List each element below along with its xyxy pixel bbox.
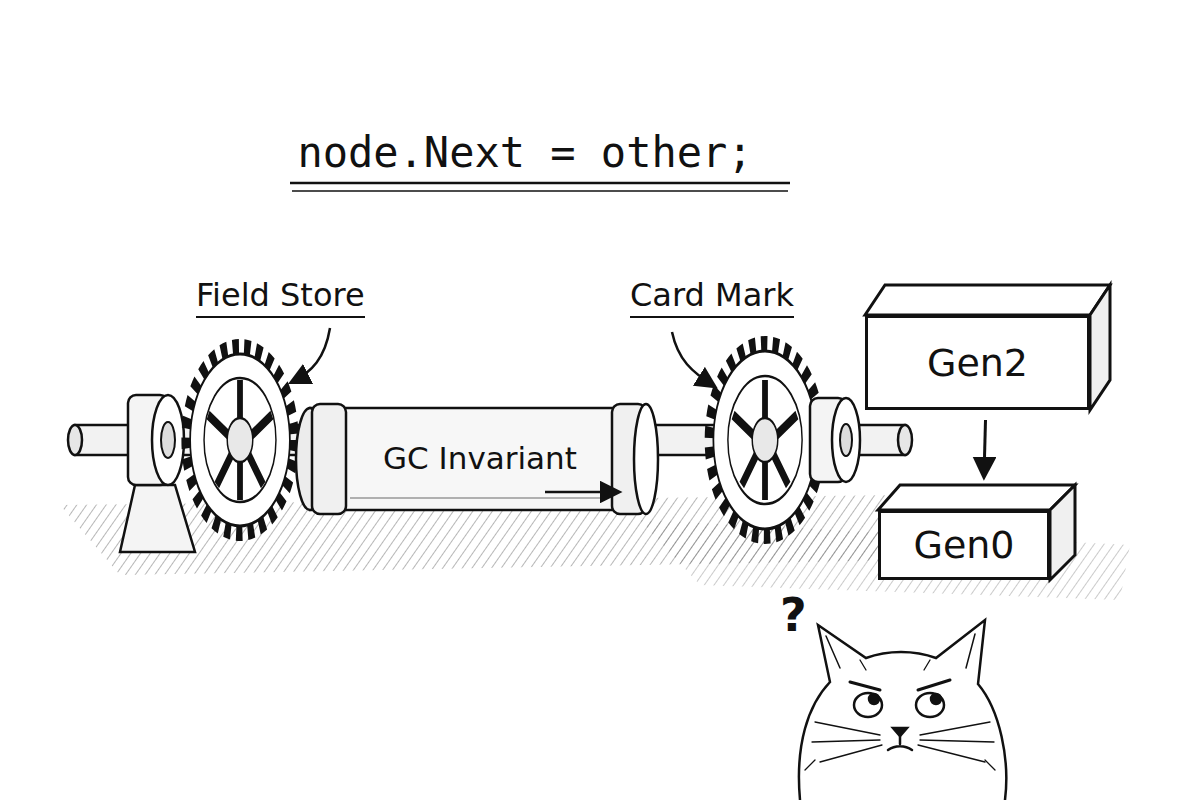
- gear: [187, 348, 294, 532]
- title-underline: [292, 190, 788, 192]
- title-underline: [290, 182, 790, 185]
- collar: [312, 404, 346, 514]
- generation-box: Gen0: [878, 510, 1050, 580]
- generation-arrow: [984, 420, 986, 476]
- box-side: [1090, 285, 1110, 410]
- node-text: Gen0: [913, 523, 1014, 567]
- title-code: node.Next = other;: [250, 128, 800, 177]
- bearing: [152, 395, 184, 485]
- shaft-end: [68, 425, 82, 455]
- node-text: GC Invariant: [383, 440, 577, 476]
- shading: [350, 497, 600, 499]
- generation-box: Gen2: [865, 315, 1090, 410]
- leader-arrow: [292, 328, 330, 382]
- part-label: Card Mark: [630, 276, 794, 318]
- cat: [799, 620, 1006, 800]
- cylinder-body: [310, 408, 640, 510]
- box-side: [1050, 485, 1075, 580]
- leader-arrow: [672, 332, 714, 386]
- box-top: [865, 285, 1110, 315]
- direction-arrow: [545, 491, 618, 494]
- bearing: [840, 424, 852, 456]
- box-top: [878, 485, 1075, 510]
- shaft-label: GC Invariant: [350, 432, 610, 484]
- part-label: Field Store: [196, 276, 365, 318]
- bearing: [832, 398, 860, 482]
- bearing-stand: [120, 485, 195, 552]
- gear: [710, 345, 820, 535]
- bearing: [161, 422, 175, 458]
- question-mark: ?: [780, 588, 807, 642]
- shaft-end: [898, 425, 912, 455]
- node-text: Gen2: [927, 341, 1028, 385]
- collar-end: [634, 404, 658, 514]
